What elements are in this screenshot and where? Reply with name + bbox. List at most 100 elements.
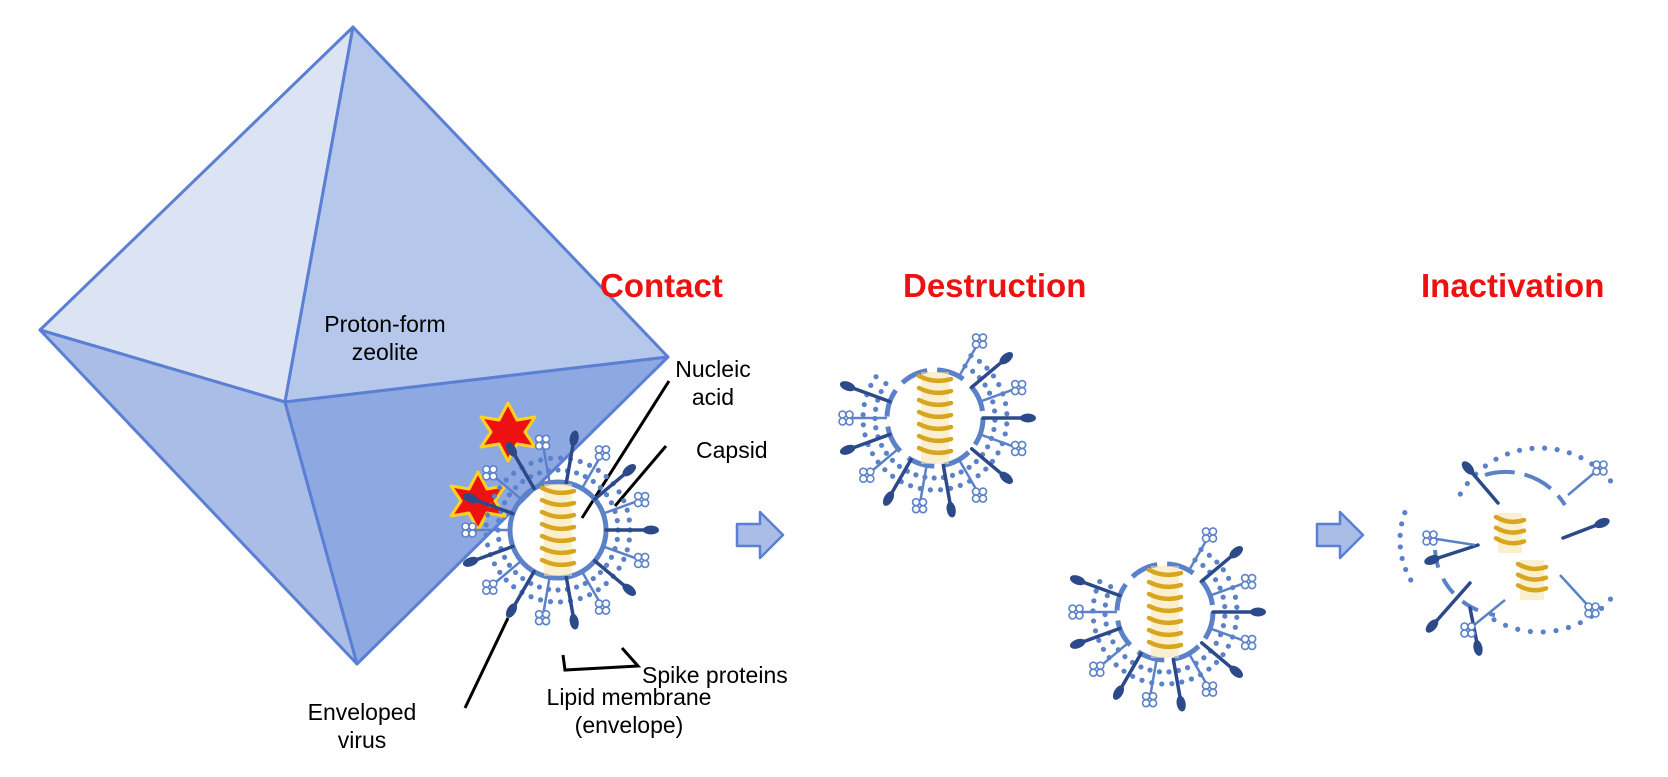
spike-head <box>999 352 1014 365</box>
membrane-dot <box>1578 455 1584 461</box>
spike-head <box>482 471 491 481</box>
membrane-dot <box>512 484 519 491</box>
nucleic-acid-coil <box>1493 536 1527 546</box>
membrane-dot <box>537 597 544 603</box>
membrane-dot <box>991 426 997 433</box>
membrane-dot <box>1201 655 1207 661</box>
spike-head <box>1201 527 1211 536</box>
nucleic-acid-coil <box>1493 514 1527 525</box>
spike-head <box>978 333 988 342</box>
spike-head <box>1467 622 1476 631</box>
membrane-dot <box>1232 624 1238 630</box>
spike-head <box>1461 461 1475 475</box>
nucleic-acid-coil <box>539 557 577 568</box>
spike-protein <box>1171 657 1183 701</box>
membrane-dot <box>1540 629 1546 635</box>
stage-title-contact: Contact <box>600 267 723 304</box>
membrane-dot <box>1159 681 1165 687</box>
spike-head <box>1141 698 1151 708</box>
nucleic-acid-coil <box>1493 525 1527 535</box>
spike-head <box>1599 467 1608 476</box>
spike-head <box>1112 685 1125 700</box>
capsid-label: Capsid <box>696 437 768 463</box>
spike-head <box>462 493 479 504</box>
membrane-dot <box>1598 605 1605 611</box>
membrane-dot <box>1493 456 1499 462</box>
membrane-dot <box>597 484 604 491</box>
membrane-dot <box>1169 681 1175 687</box>
spike-head <box>1591 609 1600 618</box>
spike-head <box>838 410 847 419</box>
nucleic-acid-coil <box>916 409 954 420</box>
membrane-dot <box>520 478 526 485</box>
spike-head <box>640 552 650 562</box>
membrane-dot <box>577 458 583 465</box>
membrane-dot <box>603 473 609 480</box>
spike-head <box>1425 619 1439 633</box>
membrane-dot <box>1399 555 1405 562</box>
spike-head <box>1010 386 1020 396</box>
spike-head <box>882 491 895 506</box>
spike-head <box>1422 537 1431 546</box>
membrane-dot <box>883 450 890 456</box>
membrane-dot <box>989 458 996 464</box>
spike-protein <box>957 458 979 492</box>
membrane-dot <box>497 569 503 575</box>
nucleic-acid-coil <box>1146 615 1184 626</box>
membrane-dot <box>1108 584 1114 590</box>
membrane-dot <box>985 444 991 450</box>
membrane-dot <box>982 382 988 388</box>
membrane-dot <box>603 562 610 568</box>
nucleic-acid-coil <box>1146 579 1184 590</box>
spike-head <box>1068 604 1077 613</box>
membrane-dot <box>976 358 983 364</box>
spike-head <box>633 498 643 508</box>
spike-head <box>505 603 518 618</box>
membrane-dot <box>528 594 534 600</box>
membrane-dot <box>1156 669 1163 675</box>
spike-head <box>866 474 875 484</box>
membrane-dot <box>577 595 583 602</box>
membrane-dot <box>1529 445 1535 451</box>
spike-head <box>461 522 470 531</box>
stage-title-inactivation: Inactivation <box>1421 267 1605 304</box>
nucleic-acid-coil <box>539 521 577 532</box>
nucleic-acid-coil <box>916 445 954 456</box>
membrane-dot <box>1122 654 1128 660</box>
membrane-dot <box>1397 532 1403 538</box>
membrane-dot <box>1491 617 1497 623</box>
spike-protein <box>979 388 1015 403</box>
spike-protein <box>492 475 523 501</box>
nucleic-acid-coil <box>1146 567 1184 578</box>
spike-protein <box>580 456 602 490</box>
spike-head <box>534 609 544 619</box>
membrane-dot <box>1226 575 1232 581</box>
contact-burst-icon <box>479 401 537 463</box>
membrane-dot <box>603 580 609 587</box>
virus-particle-icon <box>1068 527 1266 712</box>
spike-head <box>1201 688 1211 697</box>
spike-head <box>1460 622 1469 631</box>
spike-protein <box>492 559 523 585</box>
membrane-dot <box>501 554 508 560</box>
spike-head <box>1584 602 1593 611</box>
nucleic-acid-label: Nucleic acid <box>668 355 758 411</box>
nucleic-acid-coil <box>1146 639 1184 650</box>
spike-head <box>1247 580 1257 590</box>
spike-head <box>1599 460 1608 469</box>
membrane-dot <box>497 485 503 491</box>
membrane-dot <box>1139 677 1145 683</box>
spike-protein <box>1187 538 1209 572</box>
spike-head <box>911 504 921 514</box>
membrane-dot <box>1482 463 1488 469</box>
spike-head <box>1467 629 1476 638</box>
spike-head <box>1017 386 1027 396</box>
membrane-dot <box>1220 652 1226 658</box>
membrane-dot <box>608 500 615 506</box>
spike-head <box>1020 413 1036 423</box>
spike-head <box>505 442 518 457</box>
spike-head <box>1584 609 1593 618</box>
virus-particle-icon <box>461 430 659 630</box>
membrane-dot <box>883 380 889 387</box>
spike-head <box>838 417 847 426</box>
